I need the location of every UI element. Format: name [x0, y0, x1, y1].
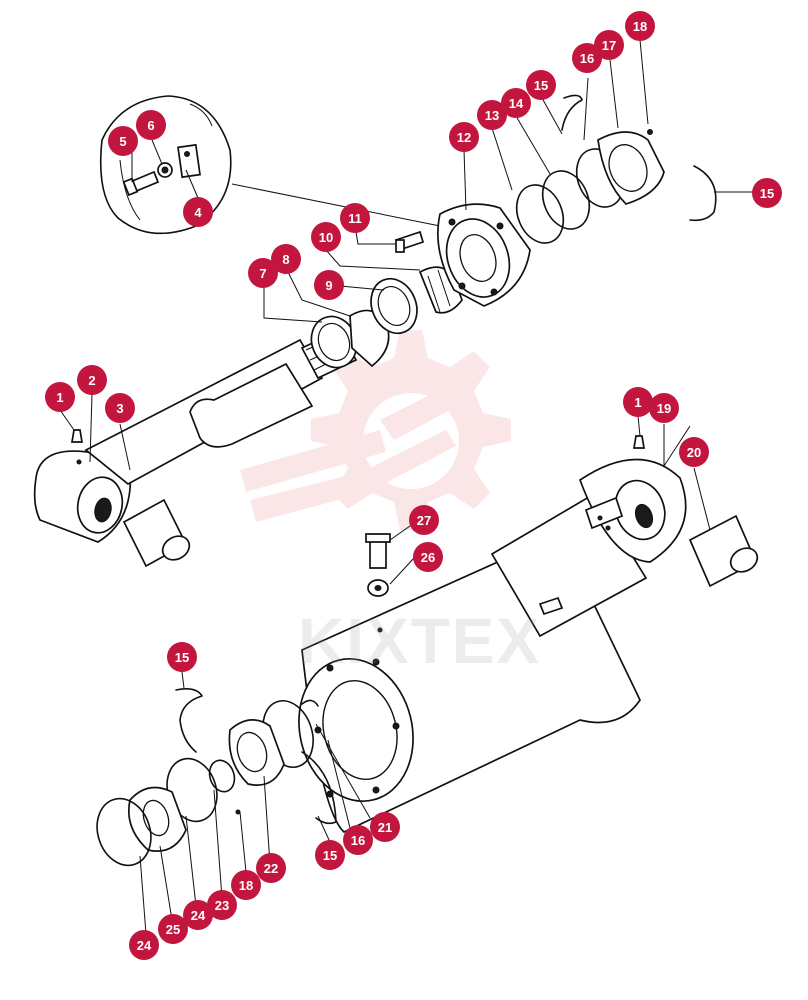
piston-rings	[515, 94, 717, 244]
callout-18[interactable]: 18	[231, 870, 261, 900]
callout-12[interactable]: 12	[449, 122, 479, 152]
callout-6[interactable]: 6	[136, 110, 166, 140]
callout-1[interactable]: 1	[623, 387, 653, 417]
callout-15[interactable]: 15	[167, 642, 197, 672]
callout-18[interactable]: 18	[625, 11, 655, 41]
callout-19[interactable]: 19	[649, 393, 679, 423]
callout-11[interactable]: 11	[340, 203, 370, 233]
callout-23[interactable]: 23	[207, 890, 237, 920]
inset-detail	[99, 95, 441, 235]
callout-15[interactable]: 15	[752, 178, 782, 208]
callout-25[interactable]: 25	[158, 914, 188, 944]
watermark-gear-icon	[240, 330, 511, 530]
callout-10[interactable]: 10	[311, 222, 341, 252]
callout-15[interactable]: 15	[526, 70, 556, 100]
callout-15[interactable]: 15	[315, 840, 345, 870]
callout-4[interactable]: 4	[183, 197, 213, 227]
watermark-text: KIXTEX	[298, 605, 542, 677]
callout-22[interactable]: 22	[256, 853, 286, 883]
callout-2[interactable]: 2	[77, 365, 107, 395]
callout-20[interactable]: 20	[679, 437, 709, 467]
gland-parts	[96, 688, 337, 867]
callout-17[interactable]: 17	[594, 30, 624, 60]
callout-16[interactable]: 16	[343, 825, 373, 855]
callout-24[interactable]: 24	[129, 930, 159, 960]
callout-8[interactable]: 8	[271, 244, 301, 274]
leader-lines	[59, 39, 754, 935]
callout-21[interactable]: 21	[370, 812, 400, 842]
callout-5[interactable]: 5	[108, 126, 138, 156]
callout-27[interactable]: 27	[409, 505, 439, 535]
callout-3[interactable]: 3	[105, 393, 135, 423]
callout-1[interactable]: 1	[45, 382, 75, 412]
cylinder-tube	[298, 435, 759, 834]
callout-14[interactable]: 14	[501, 88, 531, 118]
piston	[394, 203, 531, 307]
piston-rod	[33, 328, 358, 568]
callout-24[interactable]: 24	[183, 900, 213, 930]
callout-9[interactable]: 9	[314, 270, 344, 300]
callout-26[interactable]: 26	[413, 542, 443, 572]
